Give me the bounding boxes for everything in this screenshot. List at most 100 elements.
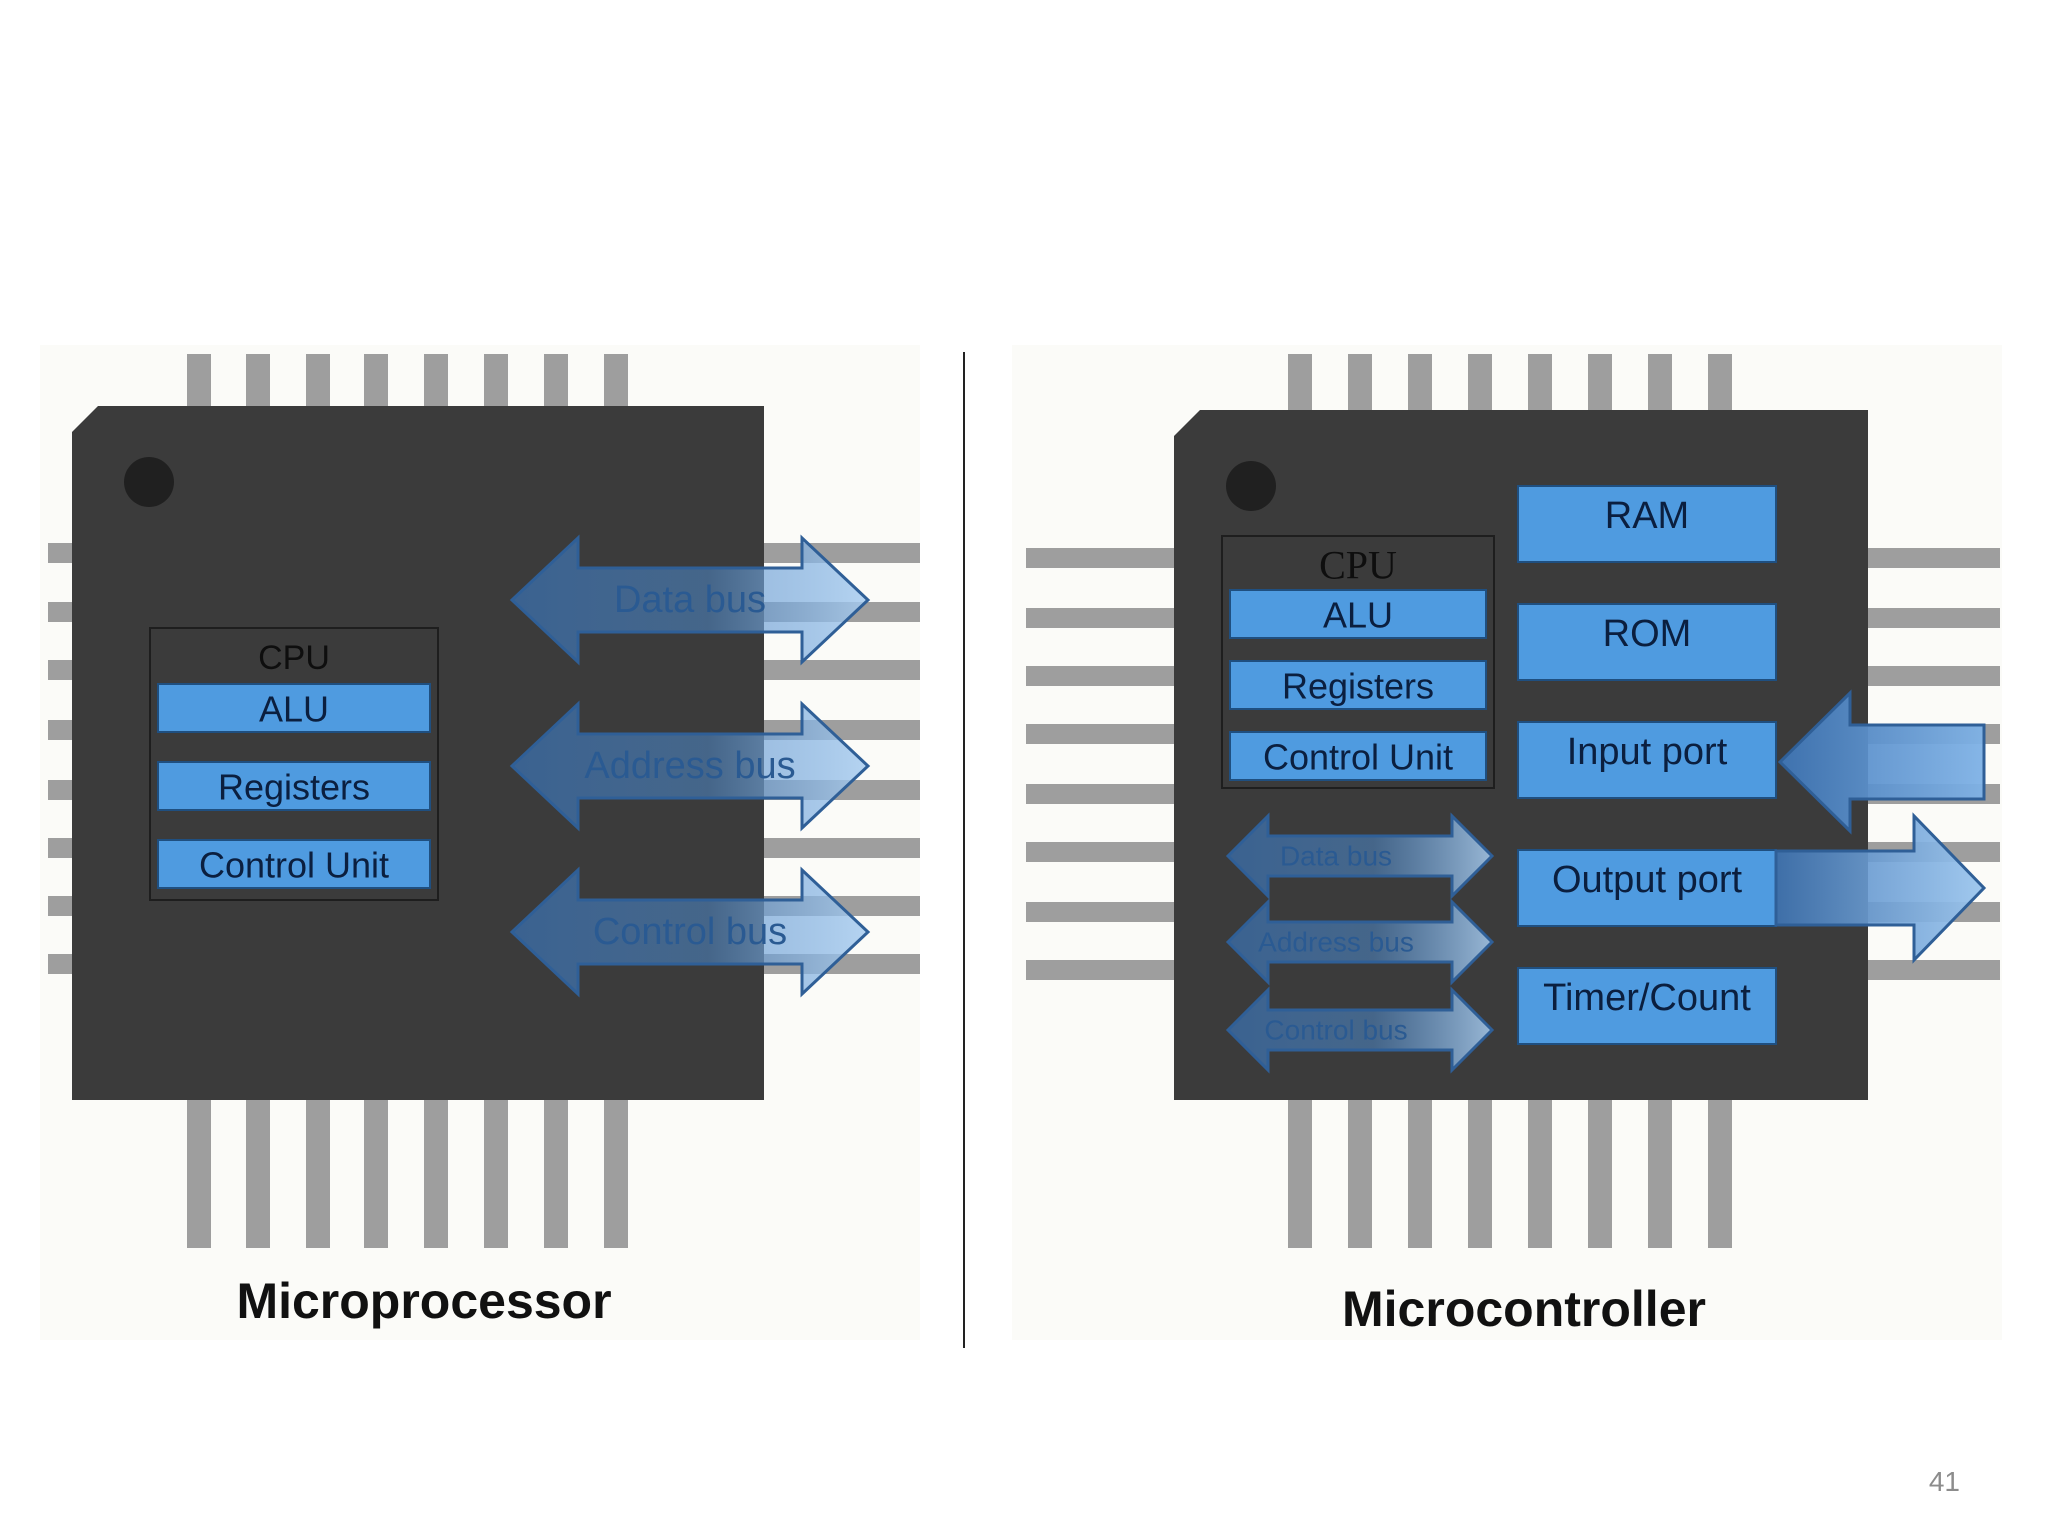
bottom-pin-2	[246, 1090, 270, 1248]
bus-arrow-control-bus	[509, 866, 871, 998]
output-port-arrow	[1774, 812, 1987, 964]
peripheral-timer-count	[1517, 967, 1777, 1045]
peripheral-label: Output port	[1552, 859, 1743, 901]
left-pin-1	[1026, 548, 1178, 568]
top-pin-3	[306, 354, 330, 416]
bottom-pin-4	[364, 1090, 388, 1248]
bus-arrow-control-bus	[1225, 986, 1495, 1074]
microprocessor-caption: Microprocessor	[236, 1273, 611, 1329]
left-pin-1	[48, 543, 78, 563]
cpu-unit-label: Registers	[218, 767, 370, 808]
top-pin-4	[1468, 354, 1492, 414]
top-pin-5	[424, 354, 448, 416]
left-pin-5	[48, 780, 78, 800]
right-pin-3	[760, 660, 920, 680]
cpu-unit-label: Registers	[1282, 666, 1434, 707]
left-pin-7	[1026, 902, 1178, 922]
left-pin-7	[48, 896, 78, 916]
top-pin-5	[1528, 354, 1552, 414]
input-port-arrow	[1777, 689, 1986, 835]
cpu-unit-control-unit	[157, 839, 431, 889]
bottom-pin-5	[424, 1090, 448, 1248]
bottom-pin-2	[1348, 1096, 1372, 1248]
top-pin-1	[1288, 354, 1312, 414]
peripheral-label: Input port	[1567, 731, 1728, 773]
peripheral-input-port	[1517, 721, 1777, 799]
cpu-label: CPU	[1319, 543, 1397, 588]
left-pin-8	[48, 954, 78, 974]
cpu-unit-label: ALU	[1323, 595, 1393, 636]
left-pin-4	[48, 720, 78, 740]
peripheral-label: RAM	[1605, 495, 1689, 537]
peripheral-rom	[1517, 603, 1777, 681]
bottom-pin-6	[484, 1090, 508, 1248]
bus-label: Address bus	[1258, 927, 1414, 958]
cpu-unit-label: ALU	[259, 689, 329, 730]
cpu-unit-control-unit	[1229, 731, 1487, 781]
bus-label: Control bus	[593, 911, 787, 953]
top-pin-7	[1648, 354, 1672, 414]
bus-arrow-address-bus	[509, 700, 871, 832]
microcontroller-caption: Microcontroller	[1342, 1281, 1706, 1337]
bottom-pin-5	[1528, 1096, 1552, 1248]
right-pin-1	[760, 543, 920, 563]
bottom-pin-4	[1468, 1096, 1492, 1248]
bottom-pin-3	[306, 1090, 330, 1248]
top-pin-4	[364, 354, 388, 416]
left-pin-4	[1026, 724, 1178, 744]
left-pin-6	[48, 838, 78, 858]
pin1-dot	[124, 457, 174, 507]
bottom-pin-1	[187, 1090, 211, 1248]
left-pin-2	[48, 602, 78, 622]
peripheral-label: ROM	[1603, 613, 1692, 655]
top-pin-1	[187, 354, 211, 416]
top-pin-8	[604, 354, 628, 416]
peripheral-ram	[1517, 485, 1777, 563]
top-pin-8	[1708, 354, 1732, 414]
cpu-unit-registers	[157, 761, 431, 811]
left-pin-2	[1026, 608, 1178, 628]
pin1-dot	[1226, 461, 1276, 511]
left-pin-3	[1026, 666, 1178, 686]
bus-arrow-address-bus	[1225, 898, 1495, 986]
bottom-pin-7	[1648, 1096, 1672, 1248]
bus-arrow-data-bus	[509, 534, 871, 666]
bottom-pin-3	[1408, 1096, 1432, 1248]
cpu-unit-label: Control Unit	[1263, 737, 1453, 778]
left-pin-5	[1026, 784, 1178, 804]
bus-label: Data bus	[1280, 841, 1392, 872]
cpu-unit-registers	[1229, 660, 1487, 710]
bottom-pin-8	[1708, 1096, 1732, 1248]
top-pin-7	[544, 354, 568, 416]
peripheral-label: Timer/Count	[1543, 977, 1751, 1019]
left-pin-8	[1026, 960, 1178, 980]
bus-label: Data bus	[614, 579, 766, 621]
bus-label: Address bus	[584, 745, 795, 787]
left-pin-3	[48, 660, 78, 680]
bottom-pin-8	[604, 1090, 628, 1248]
peripheral-output-port	[1517, 849, 1777, 927]
top-pin-2	[1348, 354, 1372, 414]
cpu-label-bg	[156, 632, 432, 682]
top-pin-6	[484, 354, 508, 416]
cpu-unit-alu	[1229, 589, 1487, 639]
slide-number: 41	[1928, 1466, 1960, 1497]
top-pin-6	[1588, 354, 1612, 414]
bottom-pin-1	[1288, 1096, 1312, 1248]
bus-arrow-data-bus	[1225, 812, 1495, 900]
cpu-label: CPU	[258, 639, 330, 677]
right-pin-6	[760, 838, 920, 858]
cpu-label-bg	[1228, 540, 1488, 588]
bus-label: Control bus	[1264, 1015, 1407, 1046]
top-pin-2	[246, 354, 270, 416]
right-pin-1	[1860, 548, 2000, 568]
cpu-unit-label: Control Unit	[199, 845, 389, 886]
cpu-unit-alu	[157, 683, 431, 733]
right-pin-3	[1860, 666, 2000, 686]
bottom-pin-7	[544, 1090, 568, 1248]
right-pin-8	[1860, 960, 2000, 980]
